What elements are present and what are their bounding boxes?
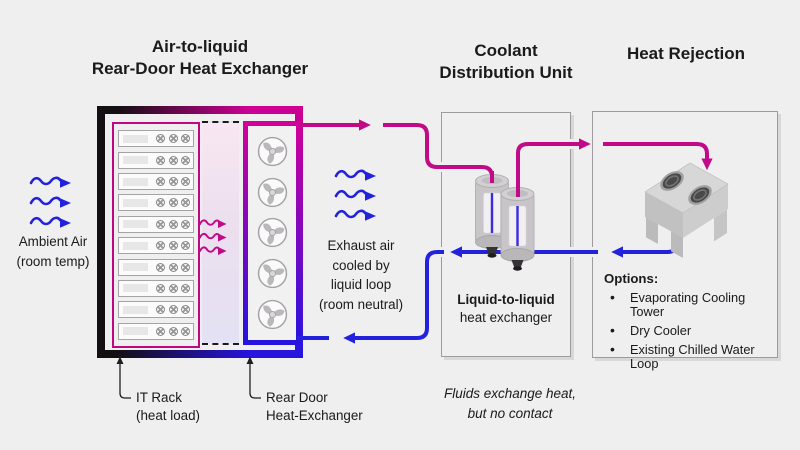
options-list: Evaporating Cooling TowerDry CoolerExist… bbox=[604, 290, 774, 371]
it-rack bbox=[112, 122, 200, 348]
server-faceplate bbox=[123, 220, 148, 229]
server-faceplate bbox=[123, 177, 148, 186]
ambient-air-arrows bbox=[29, 176, 73, 230]
hx-label: Liquid-to-liquid heat exchanger bbox=[441, 291, 571, 326]
rdhx-title: Air-to-liquid Rear-Door Heat Exchanger bbox=[91, 37, 309, 78]
it-rack-units bbox=[118, 126, 194, 344]
vent-fan-icon bbox=[156, 198, 165, 208]
exhaust-air-label: Exhaust air cooled by liquid loop (room … bbox=[318, 238, 404, 312]
hot-air-gap bbox=[202, 121, 239, 345]
option-item: Dry Cooler bbox=[604, 323, 774, 338]
vent-fan-icon bbox=[168, 283, 178, 293]
vent-fan-icon bbox=[168, 241, 178, 251]
vent-fan-icon bbox=[168, 177, 178, 187]
vent-fan-icon bbox=[156, 262, 165, 272]
vent-fan-icon bbox=[156, 177, 165, 187]
server-vents bbox=[156, 283, 190, 293]
vent-fan-icon bbox=[181, 155, 190, 165]
server-unit bbox=[118, 237, 194, 255]
server-unit bbox=[118, 301, 194, 319]
server-faceplate bbox=[123, 156, 148, 165]
vent-fan-icon bbox=[168, 198, 178, 208]
server-faceplate bbox=[123, 241, 148, 250]
server-unit bbox=[118, 279, 194, 297]
vent-fan-icon bbox=[168, 219, 178, 229]
ambient-air-label: Ambient Air (room temp) bbox=[16, 234, 90, 269]
door-fan-icon bbox=[257, 218, 287, 248]
server-unit bbox=[118, 194, 194, 212]
rear-door-fans bbox=[248, 126, 296, 340]
no-contact-note: Fluids exchange heat, but no contact bbox=[443, 386, 577, 421]
hx-label-rest: heat exchanger bbox=[459, 309, 553, 325]
airflow-arrow-icon bbox=[29, 216, 73, 230]
vent-fan-icon bbox=[168, 134, 178, 144]
server-vents bbox=[156, 326, 190, 336]
door-fan-icon bbox=[257, 259, 287, 289]
vent-fan-icon bbox=[156, 155, 165, 165]
arrow-left-icon bbox=[343, 332, 355, 344]
server-faceplate bbox=[123, 134, 148, 143]
server-vents bbox=[156, 241, 190, 251]
door-fan-icon bbox=[257, 299, 287, 330]
airflow-arrow-icon bbox=[29, 196, 73, 210]
it-rack-label: IT Rack (heat load) bbox=[136, 390, 201, 423]
server-faceplate bbox=[123, 284, 148, 293]
server-faceplate bbox=[123, 263, 148, 272]
vent-fan-icon bbox=[181, 219, 190, 229]
vent-fan-icon bbox=[168, 155, 178, 165]
airflow-arrow-icon bbox=[334, 189, 378, 203]
options-title: Options: bbox=[604, 271, 659, 286]
vent-fan-icon bbox=[181, 134, 190, 144]
option-item: Evaporating Cooling Tower bbox=[604, 290, 774, 319]
server-unit bbox=[118, 130, 194, 148]
server-unit bbox=[118, 151, 194, 169]
airflow-arrow-icon bbox=[29, 176, 73, 190]
server-vents bbox=[156, 262, 190, 272]
options-block: Options: Evaporating Cooling TowerDry Co… bbox=[604, 271, 774, 376]
vent-fan-icon bbox=[181, 326, 190, 336]
vent-fan-icon bbox=[156, 241, 165, 251]
rear-door-heat-exchanger bbox=[243, 121, 301, 345]
arrow-right-icon bbox=[359, 119, 371, 131]
server-unit bbox=[118, 322, 194, 340]
server-unit bbox=[118, 173, 194, 191]
door-fan-icon bbox=[257, 177, 287, 207]
arrow-right-icon bbox=[579, 138, 591, 150]
vent-fan-icon bbox=[156, 219, 165, 229]
rear-door-label: Rear Door Heat-Exchanger bbox=[266, 390, 363, 423]
server-faceplate bbox=[123, 198, 148, 207]
heat-rejection-title: Heat Rejection bbox=[626, 44, 746, 63]
vent-fan-icon bbox=[156, 134, 165, 144]
vent-fan-icon bbox=[181, 283, 190, 293]
hx-label-bold: Liquid-to-liquid bbox=[457, 292, 555, 307]
vent-fan-icon bbox=[168, 305, 178, 315]
server-faceplate bbox=[123, 305, 148, 314]
server-vents bbox=[156, 134, 190, 144]
vent-fan-icon bbox=[168, 262, 178, 272]
cdu-title: Coolant Distribution Unit bbox=[439, 41, 573, 82]
vent-fan-icon bbox=[181, 198, 190, 208]
vent-fan-icon bbox=[168, 326, 178, 336]
vent-fan-icon bbox=[181, 262, 190, 272]
server-vents bbox=[156, 198, 190, 208]
vent-fan-icon bbox=[156, 283, 165, 293]
server-unit bbox=[118, 215, 194, 233]
vent-fan-icon bbox=[156, 326, 165, 336]
server-unit bbox=[118, 258, 194, 276]
exhaust-air-arrows bbox=[334, 169, 378, 223]
server-vents bbox=[156, 155, 190, 165]
server-vents bbox=[156, 305, 190, 315]
server-vents bbox=[156, 177, 190, 187]
airflow-arrow-icon bbox=[334, 209, 378, 223]
server-faceplate bbox=[123, 327, 148, 336]
server-vents bbox=[156, 219, 190, 229]
vent-fan-icon bbox=[181, 305, 190, 315]
airflow-arrow-icon bbox=[334, 169, 378, 183]
door-fan-icon bbox=[257, 136, 287, 167]
vent-fan-icon bbox=[156, 305, 165, 315]
vent-fan-icon bbox=[181, 241, 190, 251]
vent-fan-icon bbox=[181, 177, 190, 187]
option-item: Existing Chilled Water Loop bbox=[604, 342, 774, 371]
